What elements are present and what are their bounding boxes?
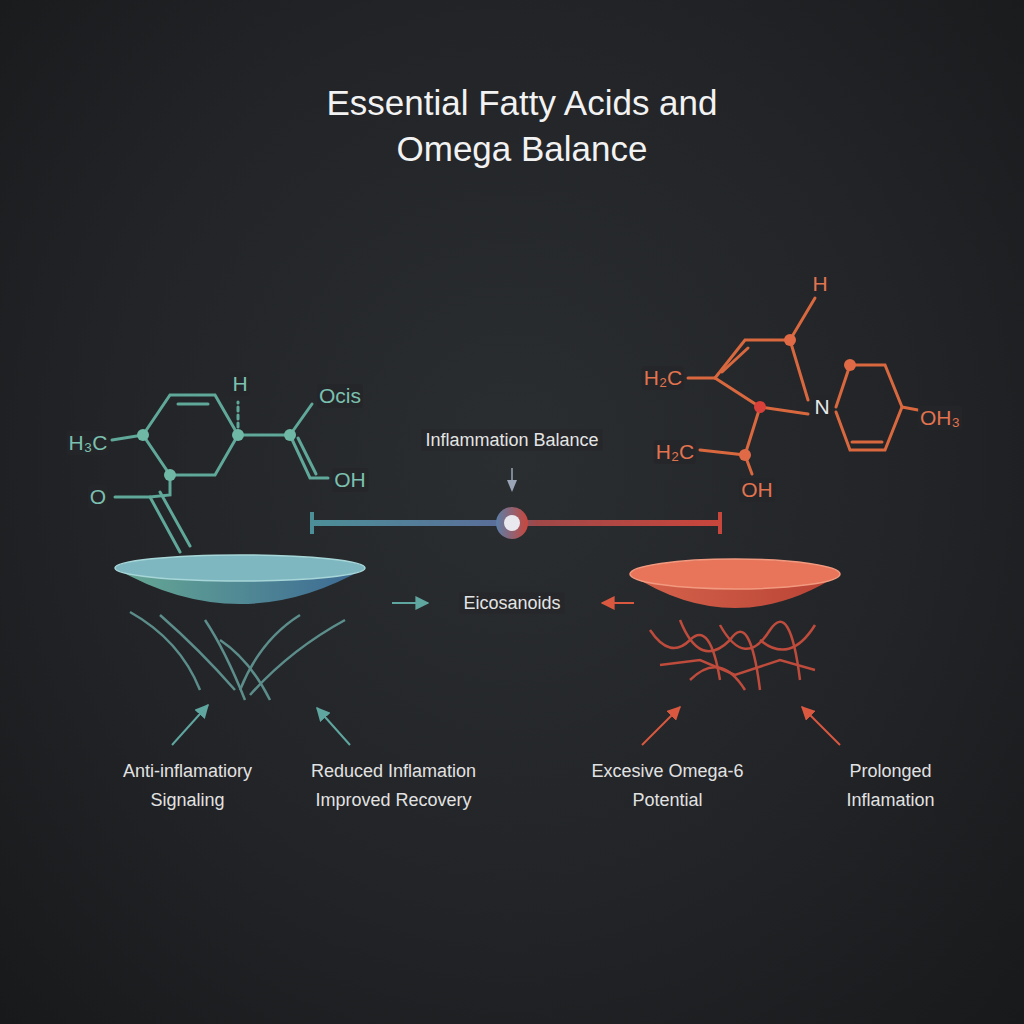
flow-arrow [392, 602, 428, 604]
atom-label: H₂C [654, 440, 696, 464]
effect-label: Excesive Omega-6 Potential [580, 757, 755, 815]
pointer-arrow [172, 705, 208, 745]
flow-arrow [602, 602, 634, 604]
pointer-arrow [802, 707, 840, 745]
inflamed-wisps [650, 620, 815, 690]
atom-label: H [810, 272, 829, 296]
effect-label: Prolonged Inflamation [828, 757, 953, 815]
atom-label: Ocis [317, 384, 363, 408]
atom-label: OH [739, 478, 775, 502]
balance-label: Inflammation Balance [421, 430, 602, 451]
effect-label: Anti-inflamatiory Signaling [100, 757, 275, 815]
atom-label: H [230, 372, 249, 396]
diagram-title: Essential Fatty Acids and Omega Balance [282, 80, 762, 172]
atom-label: OH₃ [918, 406, 962, 430]
atom-label: N [812, 395, 831, 419]
omega3-bowl [115, 555, 365, 604]
atom-label: OH [332, 468, 368, 492]
calm-wisps [130, 612, 345, 700]
omega6-molecule [688, 298, 918, 474]
omega3-molecule [112, 395, 328, 552]
omega6-bowl [630, 559, 840, 608]
process-label: Eicosanoids [459, 593, 564, 614]
atom-label: H₂C [642, 366, 684, 390]
atom-dots [739, 334, 856, 461]
effect-label: Reduced Inflamation Improved Recovery [296, 757, 491, 815]
atom-label: O [88, 485, 108, 509]
atom-label: H₃C [67, 431, 110, 455]
pointer-arrow [317, 708, 350, 745]
atom-dots [137, 429, 296, 481]
pointer-arrow [642, 707, 680, 745]
balance-slider [310, 468, 722, 539]
